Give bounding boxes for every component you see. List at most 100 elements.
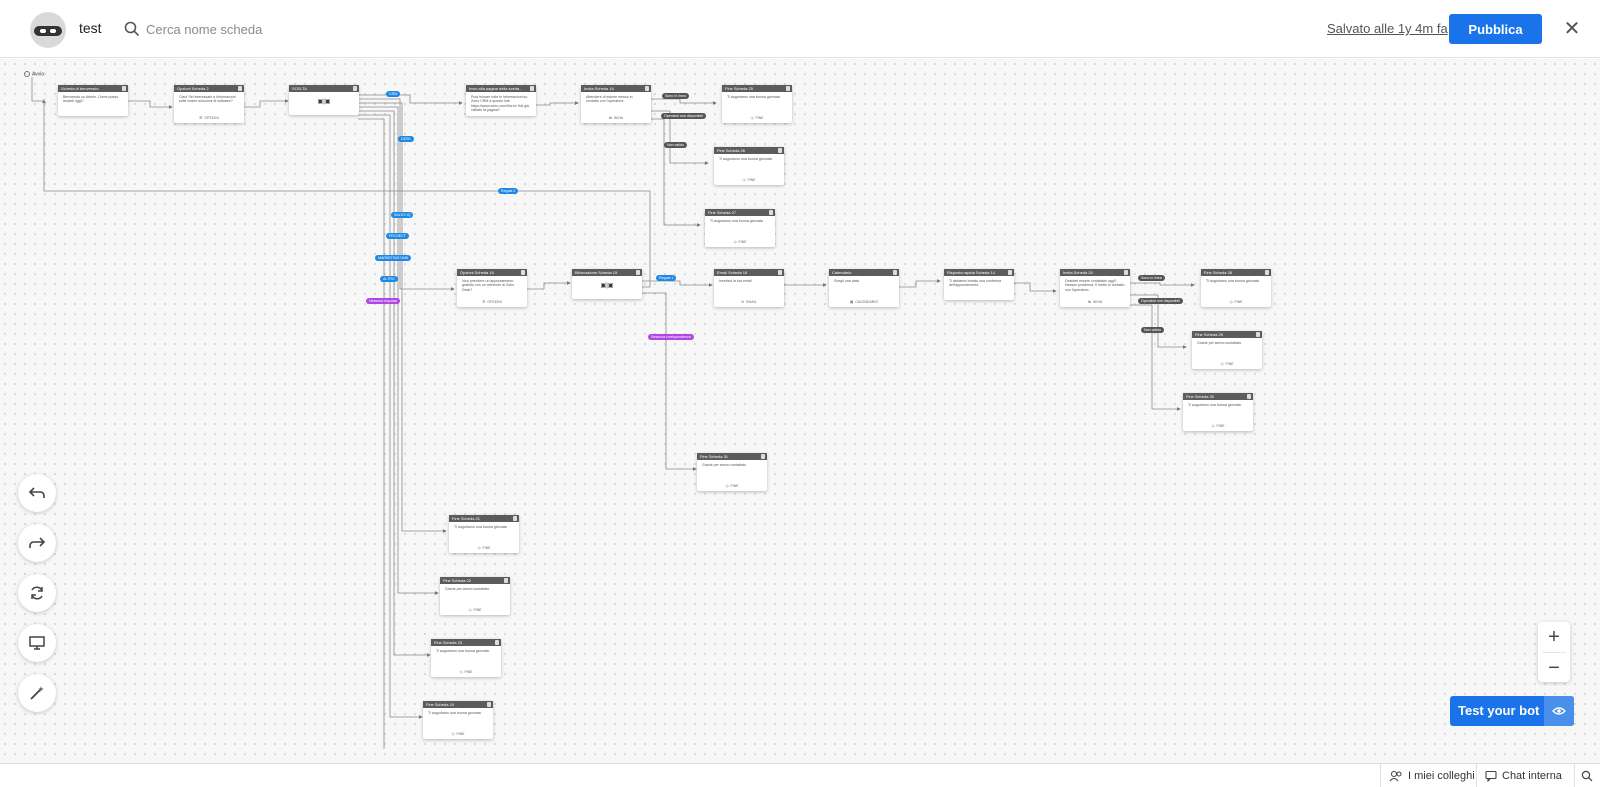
- handshake-icon: ⇆: [1087, 300, 1091, 304]
- end-icon: ◷: [451, 732, 455, 736]
- trash-icon[interactable]: [1256, 332, 1260, 337]
- flow-node[interactable]: Invita Scheda 16 Attendere di essere mes…: [581, 85, 651, 123]
- flow-node[interactable]: Scheda di benvenuto Benvenuto su Admin. …: [58, 85, 128, 116]
- edge-label[interactable]: Operatori non disponibili: [661, 113, 706, 119]
- trash-icon[interactable]: [778, 148, 782, 153]
- list-icon: ☰: [199, 116, 203, 120]
- edge-label[interactable]: Regola 1: [656, 275, 677, 281]
- trash-icon[interactable]: [504, 578, 508, 583]
- trash-icon[interactable]: [353, 86, 357, 91]
- handshake-icon: ⇆: [608, 116, 612, 120]
- eye-icon[interactable]: [1544, 696, 1574, 726]
- flow-node[interactable]: Fine Scheda 27 Ti auguriamo una buona gi…: [705, 209, 775, 247]
- trash-icon[interactable]: [786, 86, 790, 91]
- trash-icon[interactable]: [1008, 270, 1012, 275]
- edge-label[interactable]: Sono in linea: [662, 93, 689, 99]
- trash-icon[interactable]: [521, 270, 525, 275]
- close-icon[interactable]: ✕: [1563, 18, 1581, 40]
- refresh-icon: [31, 586, 43, 600]
- saved-status-link[interactable]: Salvato alle 1y 4m fa: [1327, 21, 1448, 36]
- trash-icon[interactable]: [1265, 270, 1269, 275]
- flow-node[interactable]: Invio alla pagina della scelta... Puoi t…: [466, 85, 536, 116]
- end-icon: ◷: [477, 546, 481, 550]
- search-icon: [124, 21, 140, 37]
- chat-icon: [1485, 770, 1497, 782]
- edge-label[interactable]: ALTRO: [380, 276, 398, 282]
- trash-icon[interactable]: [1247, 394, 1251, 399]
- edge-label[interactable]: Operatori non disponibili: [1138, 298, 1183, 304]
- publish-button[interactable]: Pubblica: [1449, 14, 1542, 44]
- trash-icon[interactable]: [530, 86, 534, 91]
- trash-icon[interactable]: [1124, 270, 1128, 275]
- flow-node[interactable]: Fine Scheda 30 Ti auguriamo una buona gi…: [1183, 393, 1253, 431]
- flow-node[interactable]: Opzioni Scheda 16 Vuoi prendere un appun…: [457, 269, 527, 307]
- edge-label[interactable]: Non valido: [664, 142, 687, 148]
- test-bot-button[interactable]: Test your bot: [1450, 696, 1574, 726]
- trash-icon[interactable]: [513, 516, 517, 521]
- flow-node[interactable]: Fine Scheda 22 Grazie per averci contatt…: [440, 577, 510, 615]
- edge-label[interactable]: DESK: [398, 136, 414, 142]
- flow-node[interactable]: Calendario Scegli una data ▦CALENDARIO: [829, 269, 899, 307]
- refresh-button[interactable]: [18, 574, 56, 612]
- edge-label[interactable]: Regola 2: [498, 188, 519, 194]
- edge-label[interactable]: CRM: [386, 91, 401, 97]
- branch-icon: ▣|▣: [600, 283, 614, 289]
- zoom-in-button[interactable]: +: [1548, 626, 1560, 648]
- search-input[interactable]: [146, 17, 406, 41]
- trash-icon[interactable]: [893, 270, 897, 275]
- flow-canvas[interactable]: Avvio Scheda di benvenuto Benvenuto su A…: [0, 59, 1600, 763]
- trash-icon[interactable]: [122, 86, 126, 91]
- flow-connectors: [31, 77, 1195, 749]
- edge-label[interactable]: Sono in linea: [1138, 275, 1165, 281]
- magic-wand-icon: [30, 686, 44, 700]
- end-icon: ◷: [742, 178, 746, 182]
- trash-icon[interactable]: [238, 86, 242, 91]
- flow-node[interactable]: Fine Scheda 29 Grazie per averci contatt…: [1192, 331, 1262, 369]
- flow-node[interactable]: Fine Scheda 21 Ti auguriamo una buona gi…: [449, 515, 519, 553]
- undo-icon: [28, 487, 45, 498]
- end-icon: ◷: [725, 484, 729, 488]
- flow-node[interactable]: Fine Scheda 23 Ti auguriamo una buona gi…: [431, 639, 501, 677]
- colleagues-button[interactable]: I miei colleghi: [1380, 764, 1476, 787]
- edge-label[interactable]: Nessuna risposta: [366, 298, 400, 304]
- zoom-out-button[interactable]: −: [1548, 657, 1560, 679]
- bottom-search-button[interactable]: [1574, 764, 1600, 787]
- trash-icon[interactable]: [636, 270, 640, 275]
- end-icon: ◷: [750, 116, 754, 120]
- internal-chat-button[interactable]: Chat interna: [1476, 764, 1574, 787]
- edge-label[interactable]: Non valido: [1141, 327, 1164, 333]
- preview-button[interactable]: [18, 624, 56, 662]
- trash-icon[interactable]: [761, 454, 765, 459]
- flow-node[interactable]: Biforcazione Scheda 15 ▣|▣: [572, 269, 642, 299]
- start-marker[interactable]: Avvio: [24, 71, 44, 77]
- flow-node[interactable]: Opzioni Scheda 2 Ciao! Sei interessato a…: [174, 85, 244, 123]
- end-icon: ◷: [459, 670, 463, 674]
- redo-button[interactable]: [18, 524, 56, 562]
- branch-icon: ▣|▣: [317, 99, 331, 105]
- flow-node[interactable]: Fine Scheda 25 Ti auguriamo una buona gi…: [722, 85, 792, 123]
- magic-wand-button[interactable]: [18, 674, 56, 712]
- flow-node[interactable]: Email Scheda 18 Inserisci la tua email ✉…: [714, 269, 784, 307]
- trash-icon[interactable]: [778, 270, 782, 275]
- trash-icon[interactable]: [495, 640, 499, 645]
- edge-label[interactable]: Nessuna corrispondenza: [648, 334, 694, 340]
- undo-button[interactable]: [18, 474, 56, 512]
- flow-node[interactable]: Fine Scheda 24 Ti auguriamo una buona gi…: [423, 701, 493, 739]
- flow-node[interactable]: Risposta rapida Scheda 14 Ti abbiamo inv…: [944, 269, 1014, 300]
- flow-node[interactable]: Invita Scheda 20 Desideri essere contatt…: [1060, 269, 1130, 307]
- edge-label[interactable]: SALES IQ: [391, 212, 414, 218]
- edge-label[interactable]: MARKETING HUB: [375, 255, 411, 261]
- bot-avatar[interactable]: [30, 12, 66, 48]
- top-header: test Salvato alle 1y 4m fa Pubblica ✕: [0, 0, 1600, 58]
- trash-icon[interactable]: [487, 702, 491, 707]
- search-icon: [1581, 770, 1593, 782]
- list-icon: ☰: [482, 300, 486, 304]
- flow-node[interactable]: Fine Scheda 26 Ti auguriamo una buona gi…: [714, 147, 784, 185]
- edge-label[interactable]: PROJECT: [386, 233, 409, 239]
- zoom-controls: + −: [1538, 622, 1570, 682]
- flow-node[interactable]: Fine Scheda 28 Ti auguriamo una buona gi…: [1201, 269, 1271, 307]
- trash-icon[interactable]: [769, 210, 773, 215]
- flow-node[interactable]: Fine Scheda 31 Grazie per averci contatt…: [697, 453, 767, 491]
- trash-icon[interactable]: [645, 86, 649, 91]
- flow-node[interactable]: SCELTA ▣|▣: [289, 85, 359, 115]
